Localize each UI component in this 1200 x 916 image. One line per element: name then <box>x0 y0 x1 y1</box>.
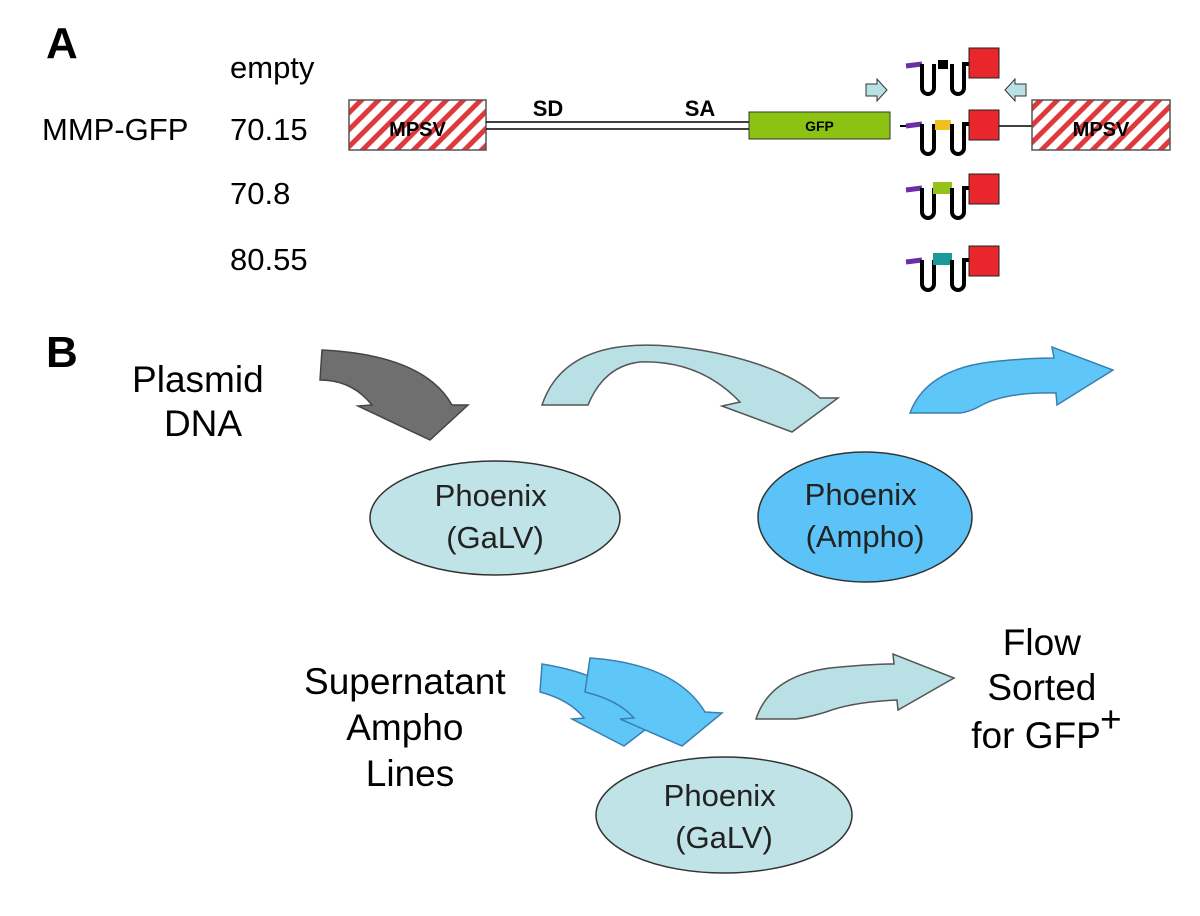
row-label-80-55: 80.55 <box>230 242 308 277</box>
gfp-positive-superscript: + <box>1100 699 1122 740</box>
phoenix-galv-bottom-ellipse: Phoenix (GaLV) <box>595 756 853 874</box>
reverse-primer-arrow-icon <box>1004 77 1027 103</box>
panel-label-a: A <box>46 19 78 68</box>
mmp-construct-70-15 <box>900 109 1000 156</box>
construct-name: MMP-GFP <box>42 112 188 147</box>
row-label-70-15: 70.15 <box>230 112 308 147</box>
promoter-left: MPSV <box>348 99 487 151</box>
supernatant-arrow-front-icon <box>584 657 724 747</box>
plasmid-transfection-arrow-icon <box>319 349 470 441</box>
forward-primer-arrow-icon <box>865 77 888 103</box>
supernatant-label: Supernatant Ampho Lines <box>304 661 516 794</box>
mmp-construct-70-8 <box>905 173 1000 220</box>
promoter-left-label: MPSV <box>389 119 446 141</box>
phoenix-ampho-ellipse: Phoenix (Ampho) <box>757 451 973 583</box>
galv-to-ampho-arrow-icon <box>540 344 841 433</box>
splice-acceptor-label: SA <box>685 96 716 121</box>
promoter-right-label: MPSV <box>1073 119 1130 141</box>
phoenix-galv-top-label: Phoenix (GaLV) <box>435 478 556 555</box>
splice-donor-label: SD <box>533 96 564 121</box>
row-label-empty: empty <box>230 50 315 85</box>
phoenix-galv-bottom-label: Phoenix (GaLV) <box>664 778 785 855</box>
promoter-right: MPSV <box>1031 99 1171 151</box>
plasmid-dna-label: Plasmid DNA <box>132 359 274 444</box>
phoenix-ampho-label: Phoenix (Ampho) <box>805 477 926 554</box>
gfp-reporter-label: GFP <box>805 118 834 134</box>
row-label-70-8: 70.8 <box>230 176 290 211</box>
phoenix-galv-top-ellipse: Phoenix (GaLV) <box>369 460 621 576</box>
flow-sorted-label: Flow Sorted for GFP <box>971 622 1106 756</box>
mmp-construct-80-55 <box>905 245 1000 292</box>
gfp-reporter-box: GFP <box>748 111 891 140</box>
mmp-construct-empty <box>905 47 1000 96</box>
panel-label-b: B <box>46 328 78 377</box>
flow-sort-arrow-icon <box>754 652 956 720</box>
intron-backbone <box>486 121 749 130</box>
ampho-output-arrow-icon <box>908 345 1115 414</box>
